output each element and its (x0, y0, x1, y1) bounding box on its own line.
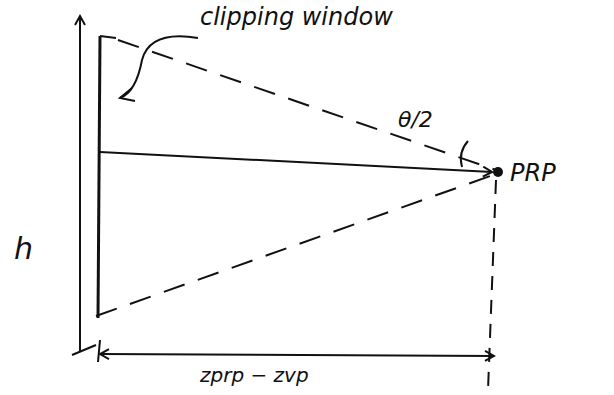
dimension-label: h (14, 232, 33, 265)
angle-label: θ/2 (398, 108, 433, 132)
point-label: PRP (510, 160, 556, 186)
window-top (100, 36, 116, 38)
leader-head (120, 88, 135, 101)
clipping-window-line (98, 36, 100, 318)
height-arrow (79, 16, 81, 352)
lower-ray (96, 174, 496, 316)
distance-arrow (100, 354, 494, 356)
tick (72, 345, 96, 355)
callout-label: clipping window (200, 4, 393, 30)
upper-ray (118, 40, 496, 170)
drop-line (488, 180, 496, 390)
dimension-label: zprp − zvp (200, 364, 309, 386)
prp-point (493, 167, 503, 177)
tick (98, 340, 100, 362)
center-line (100, 152, 492, 172)
angle-arc (461, 141, 468, 167)
